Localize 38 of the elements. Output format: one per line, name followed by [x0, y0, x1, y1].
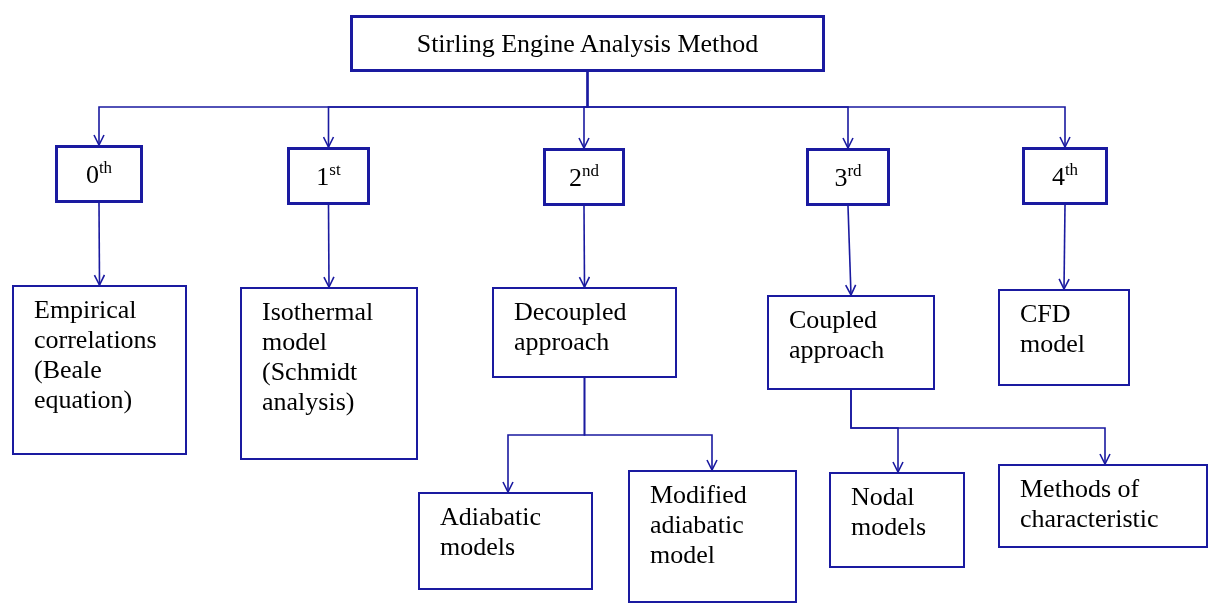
box-label: Stirling Engine Analysis Method	[415, 29, 760, 59]
method-box	[12, 285, 187, 455]
arrow	[586, 71, 1071, 148]
method-box	[240, 287, 418, 460]
level-box	[543, 148, 625, 206]
box-label: 4$^{th}$	[1050, 162, 1080, 192]
arrow	[93, 202, 106, 286]
box-label: Modified adiabatic model	[650, 480, 748, 570]
box-label: Empirical correlations (Beale equation)	[34, 295, 158, 415]
level-box	[1022, 147, 1108, 205]
box-label: Nodal models	[851, 482, 928, 542]
arrow	[583, 377, 718, 471]
level-box	[55, 145, 143, 203]
method-box	[418, 492, 593, 590]
arrow	[578, 205, 591, 288]
box-label: 0$^{th}$	[84, 160, 114, 190]
method-box	[628, 470, 797, 603]
method-box	[998, 464, 1208, 548]
box-label: 3$^{rd}$	[833, 163, 863, 193]
arrow	[1058, 204, 1070, 290]
method-box	[767, 295, 935, 390]
arrow	[323, 204, 335, 288]
box-label: 1$^{st}$	[315, 162, 342, 192]
method-box	[998, 289, 1130, 386]
title-box	[350, 15, 825, 72]
level-box	[806, 148, 890, 206]
arrow	[844, 205, 857, 296]
box-label: 2$^{nd}$	[568, 163, 600, 193]
box-label: Isothermal model (Schmidt analysis)	[262, 297, 375, 417]
box-label: Coupled approach	[789, 305, 886, 365]
method-box	[829, 472, 965, 568]
box-label: Adiabatic models	[440, 502, 543, 562]
box-label: Decoupled approach	[514, 297, 628, 357]
box-label: CFD model	[1020, 299, 1086, 359]
arrow	[850, 389, 1111, 465]
box-label: Methods of characteristic	[1020, 474, 1160, 534]
level-box	[287, 147, 370, 205]
method-box	[492, 287, 677, 378]
